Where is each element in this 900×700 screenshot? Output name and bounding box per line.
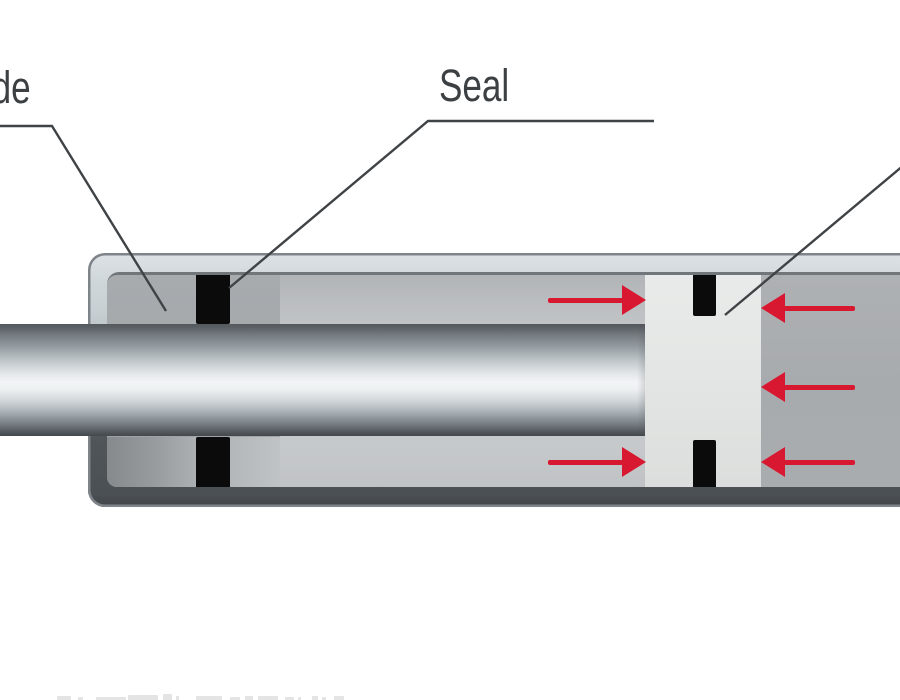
guide-bottom-light-patch: [230, 437, 280, 487]
cropped-caption-fragment: [78, 697, 83, 700]
rod-guide-seal-bottom: [196, 437, 230, 487]
seal-leader-line: [228, 119, 654, 289]
piston-rod-end-shade: [637, 324, 645, 436]
seal-label: Seal: [439, 60, 509, 111]
cropped-caption-fragment: [163, 694, 172, 700]
cropped-caption-fragment: [312, 696, 318, 700]
piston-seal-bottom: [693, 440, 716, 487]
cropped-caption-fragment: [196, 696, 222, 700]
cropped-caption-fragment: [245, 696, 253, 700]
cropped-caption-fragment: [176, 696, 179, 700]
cropped-caption-fragment: [230, 697, 240, 700]
piston-leader-line: [724, 166, 900, 316]
cropped-caption-fragment: [57, 696, 71, 700]
guide-label: Guide: [0, 62, 31, 113]
cropped-caption-fragment: [298, 697, 301, 700]
cropped-caption-fragment: [334, 696, 344, 700]
piston-rod: [0, 324, 645, 436]
guide-leader-line: [0, 124, 168, 312]
cropped-caption-fragment: [322, 697, 326, 700]
piston-seal-top: [693, 275, 716, 316]
guide-bottom-shading: [107, 437, 196, 487]
cropped-caption-fragment: [258, 696, 278, 700]
cropped-caption-fragment: [96, 697, 126, 700]
rod-guide-seal-top: [196, 275, 230, 324]
cropped-caption-fragment: [285, 697, 294, 700]
cropped-caption-fragment: [128, 695, 158, 700]
